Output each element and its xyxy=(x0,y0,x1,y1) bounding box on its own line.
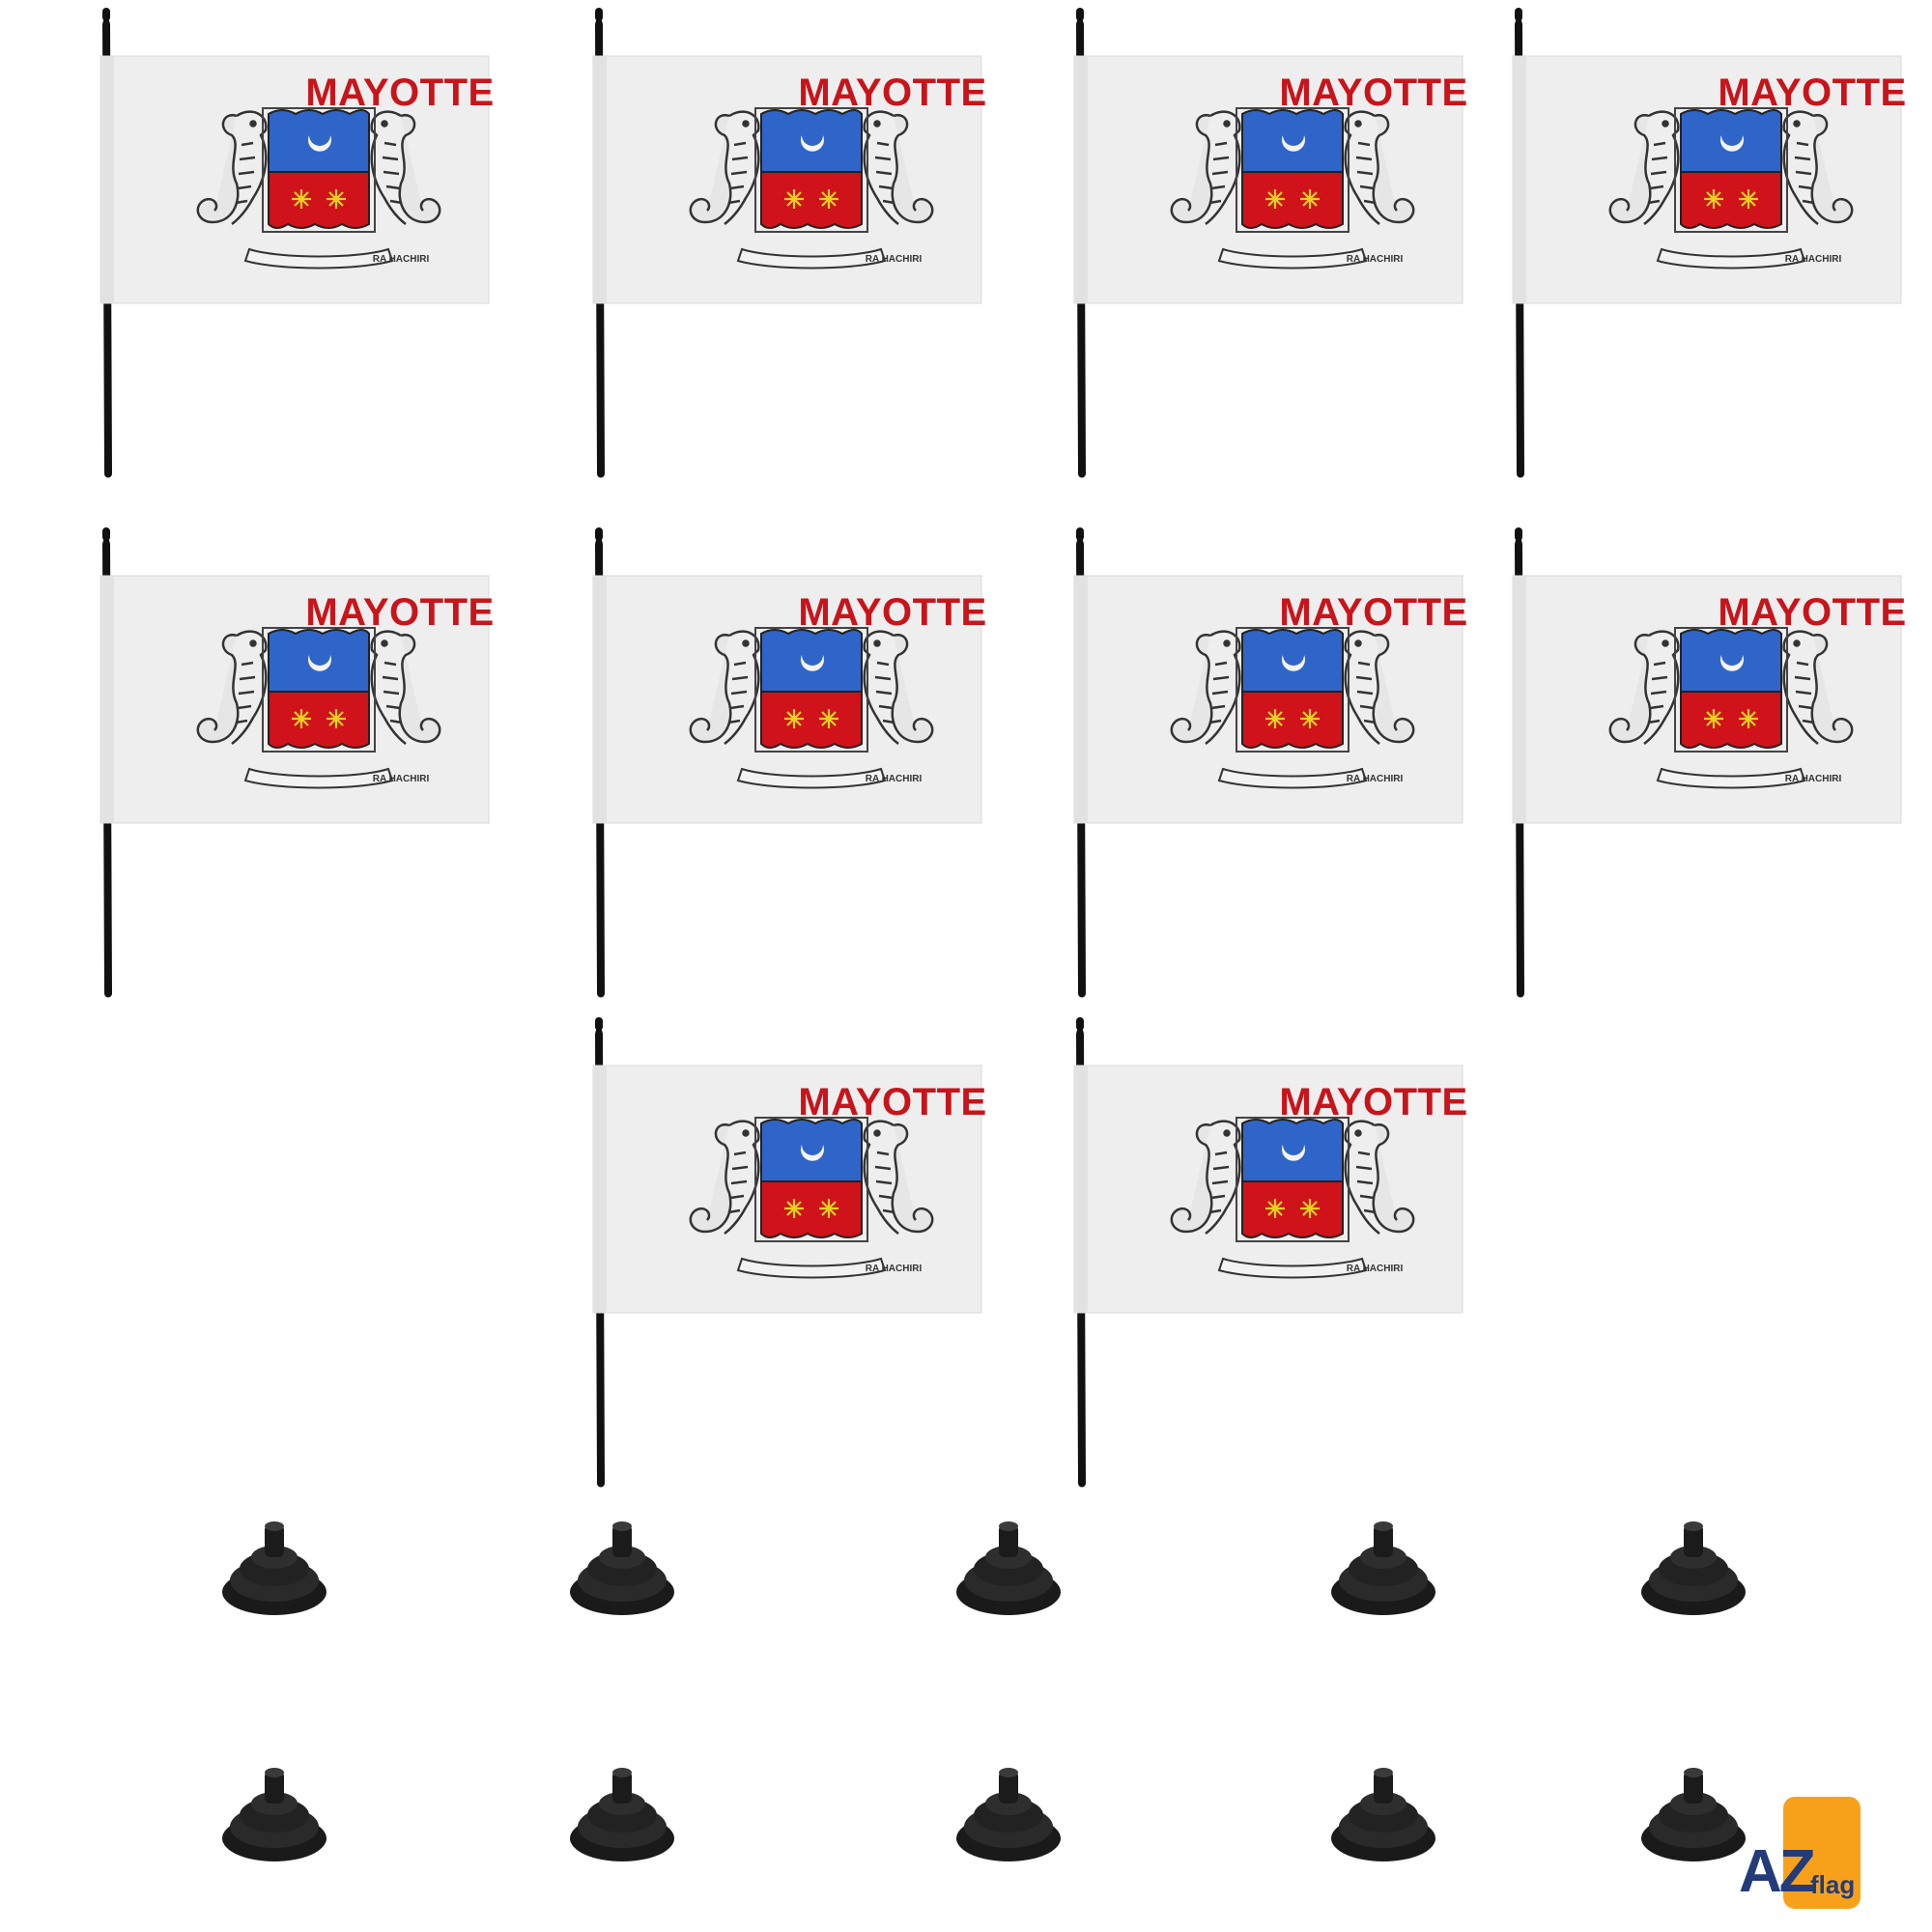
azflag-logo-icon: AZ flag xyxy=(1739,1797,1862,1915)
base-drawing xyxy=(1641,1768,1746,1861)
flag-drawing xyxy=(1512,527,1902,998)
flag-base-stand xyxy=(954,1763,1063,1864)
base-drawing xyxy=(1641,1521,1746,1615)
flag-title-text: MAYOTTE xyxy=(1279,1081,1468,1123)
desk-flag: MAYOTTE RA HACHIRI xyxy=(1070,0,1515,483)
flag-title-text: MAYOTTE xyxy=(798,71,987,114)
flag-motto-text: RA HACHIRI xyxy=(1346,1264,1404,1274)
flag-base-stand xyxy=(954,1517,1063,1618)
flag-drawing xyxy=(1073,1017,1463,1488)
desk-flag: MAYOTTE RA HACHIRI xyxy=(97,520,541,1003)
flag-base-stand xyxy=(1329,1763,1437,1864)
base-drawing xyxy=(570,1768,674,1861)
flag-motto-text: RA HACHIRI xyxy=(865,1264,923,1274)
flag-base-stand xyxy=(1639,1763,1747,1864)
desk-flag: MAYOTTE RA HACHIRI xyxy=(97,0,541,483)
desk-flag: MAYOTTE RA HACHIRI xyxy=(1070,1009,1515,1492)
base-drawing xyxy=(956,1521,1061,1615)
flag-base-stand xyxy=(1329,1517,1437,1618)
logo-text: AZ xyxy=(1739,1838,1816,1905)
flag-drawing xyxy=(592,8,982,478)
desk-flag: MAYOTTE RA HACHIRI xyxy=(589,520,1034,1003)
flag-title-text: MAYOTTE xyxy=(1718,591,1907,634)
flag-drawing xyxy=(592,1017,982,1488)
flag-drawing xyxy=(1073,8,1463,478)
desk-flag: MAYOTTE RA HACHIRI xyxy=(589,0,1034,483)
flag-motto-text: RA HACHIRI xyxy=(1784,254,1842,265)
flag-title-text: MAYOTTE xyxy=(1279,591,1468,634)
flag-motto-text: RA HACHIRI xyxy=(1784,774,1842,784)
desk-flag: MAYOTTE RA HACHIRI xyxy=(1509,520,1932,1003)
logo-subtext: flag xyxy=(1810,1870,1856,1899)
logo-badge xyxy=(1783,1797,1861,1909)
base-drawing xyxy=(1331,1521,1435,1615)
base-drawing xyxy=(570,1521,674,1615)
flag-title-text: MAYOTTE xyxy=(798,1081,987,1123)
flag-base-stand xyxy=(220,1763,328,1864)
flag-drawing xyxy=(99,527,490,998)
flag-motto-text: RA HACHIRI xyxy=(1346,254,1404,265)
flag-title-text: MAYOTTE xyxy=(1279,71,1468,114)
flag-title-text: MAYOTTE xyxy=(305,71,495,114)
flag-motto-text: RA HACHIRI xyxy=(865,774,923,784)
desk-flag: MAYOTTE RA HACHIRI xyxy=(589,1009,1034,1492)
flag-base-stand xyxy=(568,1517,676,1618)
base-drawing xyxy=(956,1768,1061,1861)
flag-title-text: MAYOTTE xyxy=(1718,71,1907,114)
flag-drawing xyxy=(1073,527,1463,998)
flag-drawing xyxy=(99,8,490,478)
flag-title-text: MAYOTTE xyxy=(798,591,987,634)
flag-base-stand xyxy=(220,1517,328,1618)
flag-motto-text: RA HACHIRI xyxy=(865,254,923,265)
base-drawing xyxy=(222,1521,327,1615)
base-drawing xyxy=(1331,1768,1435,1861)
flag-base-stand xyxy=(1639,1517,1747,1618)
desk-flag: MAYOTTE RA HACHIRI xyxy=(1070,520,1515,1003)
flag-title-text: MAYOTTE xyxy=(305,591,495,634)
flag-motto-text: RA HACHIRI xyxy=(372,254,430,265)
flag-motto-text: RA HACHIRI xyxy=(1346,774,1404,784)
flag-drawing xyxy=(592,527,982,998)
desk-flag: MAYOTTE RA HACHIRI xyxy=(1509,0,1932,483)
base-drawing xyxy=(222,1768,327,1861)
flag-motto-text: RA HACHIRI xyxy=(372,774,430,784)
flag-drawing xyxy=(1512,8,1902,478)
flag-base-stand xyxy=(568,1763,676,1864)
